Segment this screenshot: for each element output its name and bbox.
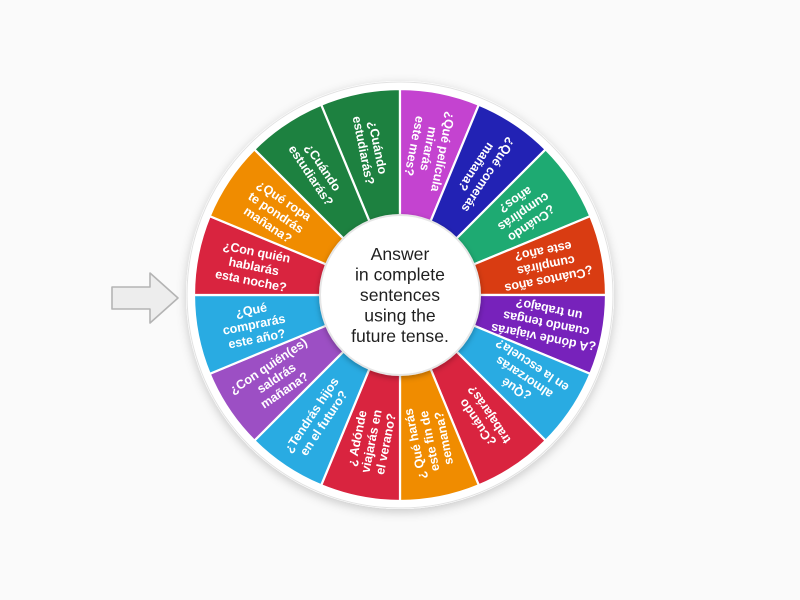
wheel-svg[interactable]: ¿Cuándoestudiarás?¿Qué películamiraráses…	[183, 78, 617, 512]
pointer-arrow-icon[interactable]	[111, 272, 179, 324]
spinner-pointer[interactable]	[108, 268, 182, 328]
spinner-wheel[interactable]: ¿Cuándoestudiarás?¿Qué películamiraráses…	[183, 78, 617, 512]
wheel-segments-group[interactable]: ¿Cuándoestudiarás?¿Qué películamiraráses…	[192, 87, 608, 503]
wheel-rim-outline	[186, 81, 614, 509]
wheel-center-hub[interactable]	[319, 214, 481, 376]
